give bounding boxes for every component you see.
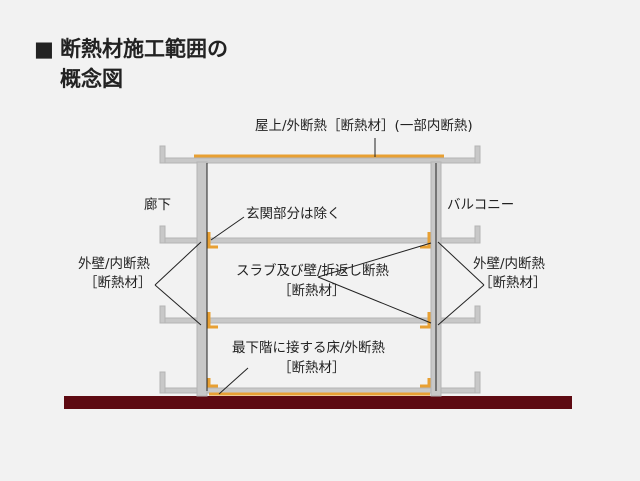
insulation-material <box>194 154 444 396</box>
title-marker: ■ <box>34 37 54 61</box>
outer-wall-lines <box>206 163 437 391</box>
label-slab-wall: スラブ及び壁/折返し断熱 <box>236 262 390 279</box>
label-slab-wall-material: ［断熱材］ <box>278 283 346 299</box>
label-lowest-floor: 最下階に接する床/外断熱 <box>232 339 386 356</box>
label-entrance-excluded: 玄関部分は除く <box>246 205 341 222</box>
label-outer-wall-left-material: ［断熱材］ <box>84 275 152 291</box>
label-roof: 屋上/外断熱［断熱材］(一部内断熱) <box>255 118 473 134</box>
label-balcony: バルコニー <box>447 197 514 213</box>
label-lowest-floor-material: ［断熱材］ <box>278 360 346 376</box>
label-corridor: 廊下 <box>144 196 171 213</box>
title-line-1: 断熱材施工範囲の <box>60 37 228 61</box>
label-outer-wall-right: 外壁/内断熱 <box>473 256 546 272</box>
ground-bar <box>64 396 572 409</box>
title-line-2: 概念図 <box>60 67 123 91</box>
leader-lines <box>154 138 485 395</box>
label-outer-wall-left: 外壁/内断熱 <box>78 256 151 272</box>
label-outer-wall-right-material: ［断熱材］ <box>479 275 547 291</box>
